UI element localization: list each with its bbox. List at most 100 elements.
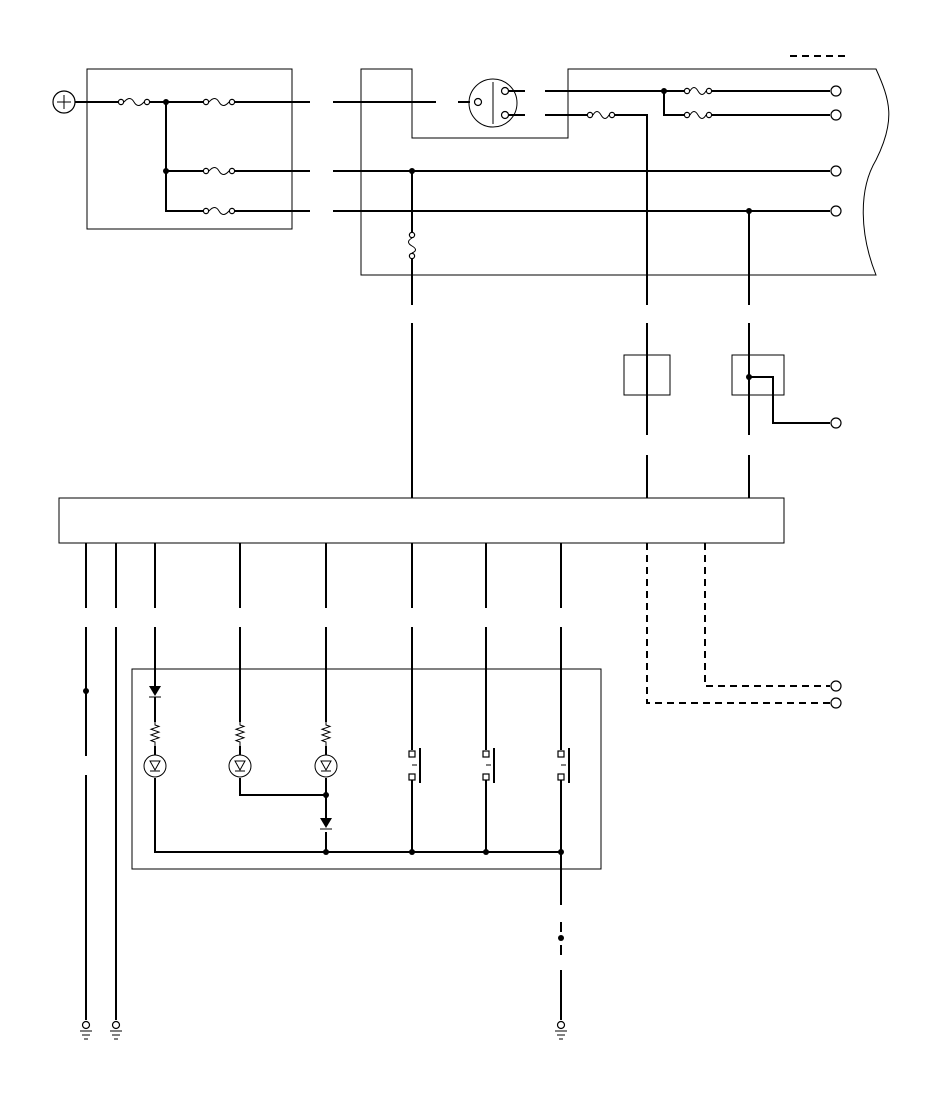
switch-1-pin-a	[408, 750, 416, 758]
fuse-1	[202, 98, 236, 106]
fuse-6	[586, 111, 616, 119]
ground-2	[110, 1020, 122, 1040]
fuse-main-pin-a	[117, 98, 125, 106]
junction-dot-11	[558, 849, 564, 855]
indicator-panel-frame	[131, 668, 602, 870]
ignition-switch-body	[468, 78, 518, 128]
fuse-2	[202, 167, 236, 175]
wire-27	[749, 376, 830, 424]
wire-18	[615, 114, 648, 305]
components	[52, 78, 570, 1040]
diode-2	[320, 818, 332, 830]
junction-dot-2	[409, 168, 415, 174]
junction-dot-9	[409, 849, 415, 855]
terminal-2	[830, 165, 842, 177]
fuse-5-pin-a	[683, 111, 691, 119]
fuse-6-element	[592, 111, 610, 119]
terminal-5	[830, 680, 842, 692]
fuse-4-pin-a	[683, 87, 691, 95]
junction-dot-7	[323, 792, 329, 798]
junction-dot-4	[746, 208, 752, 214]
fuse-box-frame	[86, 68, 293, 230]
resistor-2	[234, 721, 246, 746]
ground-1-pin	[81, 1020, 91, 1030]
switch-2-pin-a	[482, 750, 490, 758]
resistor-1	[149, 721, 161, 746]
led-indicator-1-triangle	[149, 760, 161, 772]
ignition-pin-out-1	[500, 86, 510, 96]
frames	[58, 68, 890, 870]
led-indicator-2-triangle	[234, 760, 246, 772]
fuse-4-element	[689, 87, 707, 95]
fuse-5-pin-b	[705, 111, 713, 119]
switch-1-pin-b	[408, 773, 416, 781]
ignition-switch	[468, 78, 518, 128]
switch-2	[482, 748, 495, 783]
fuse-1-pin-a	[202, 98, 210, 106]
fuse-vertical-pin-a	[408, 231, 416, 239]
fuse-4-pin-b	[705, 87, 713, 95]
junction-dot-10	[483, 849, 489, 855]
ground-3-pin	[556, 1020, 566, 1030]
wire-46	[239, 778, 326, 796]
junction-dot-0	[163, 99, 169, 105]
dashed-wires	[646, 55, 845, 704]
terminal-3	[830, 205, 842, 217]
ground-1	[80, 1020, 92, 1040]
switch-3	[557, 748, 570, 783]
fuse-3-pin-b	[228, 207, 236, 215]
wire-45	[154, 778, 561, 853]
junction-dot-12	[558, 935, 564, 941]
junction-dot-3	[661, 88, 667, 94]
ground-2-pin	[111, 1020, 121, 1030]
dashed-wire-0	[646, 543, 830, 704]
wire-5	[165, 102, 203, 212]
diode-2-triangle	[320, 818, 332, 828]
fuse-main-pin-b	[143, 98, 151, 106]
fuse-2-pin-a	[202, 167, 210, 175]
fuse-3-element	[208, 207, 230, 215]
connector-box-right	[731, 354, 785, 396]
led-indicator-3-body	[314, 754, 338, 778]
fuse-main	[117, 98, 151, 106]
junction-dot-6	[83, 688, 89, 694]
led-indicator-3-triangle	[320, 760, 332, 772]
switch-2-pin-b	[482, 773, 490, 781]
switch-3-pin-b	[557, 773, 565, 781]
terminals	[830, 85, 842, 709]
led-indicator-1	[143, 754, 167, 778]
fuse-2-element	[208, 167, 230, 175]
fuses	[117, 87, 713, 260]
junction-dots	[83, 88, 752, 941]
ground-3	[555, 1020, 567, 1040]
fuse-1-element	[208, 98, 230, 106]
fuse-2-pin-b	[228, 167, 236, 175]
fuse-5	[683, 111, 713, 119]
fuse-vertical-pin-b	[408, 252, 416, 260]
fuse-4	[683, 87, 713, 95]
switch-3-pin-a	[557, 750, 565, 758]
ignition-pin-out-2	[500, 110, 510, 120]
fuse-6-pin-a	[586, 111, 594, 119]
junction-dot-5	[746, 374, 752, 380]
junction-dot-1	[163, 168, 169, 174]
fuse-3	[202, 207, 236, 215]
ignition-pin-in	[473, 97, 483, 107]
led-indicator-2	[228, 754, 252, 778]
diode-1-triangle	[149, 686, 161, 696]
switch-1	[408, 748, 421, 783]
led-indicator-2-body	[228, 754, 252, 778]
junction-dot-8	[323, 849, 329, 855]
resistor-3	[320, 721, 332, 746]
terminal-0	[830, 85, 842, 97]
fuse-6-pin-b	[608, 111, 616, 119]
wire-15	[663, 91, 684, 116]
battery-positive-symbol	[52, 90, 76, 114]
wires	[75, 90, 830, 1020]
fuse-vertical	[408, 231, 416, 260]
dashed-wire-1	[704, 543, 830, 687]
fuse-1-pin-b	[228, 98, 236, 106]
fuse-3-pin-a	[202, 207, 210, 215]
fuse-main-element	[123, 98, 145, 106]
